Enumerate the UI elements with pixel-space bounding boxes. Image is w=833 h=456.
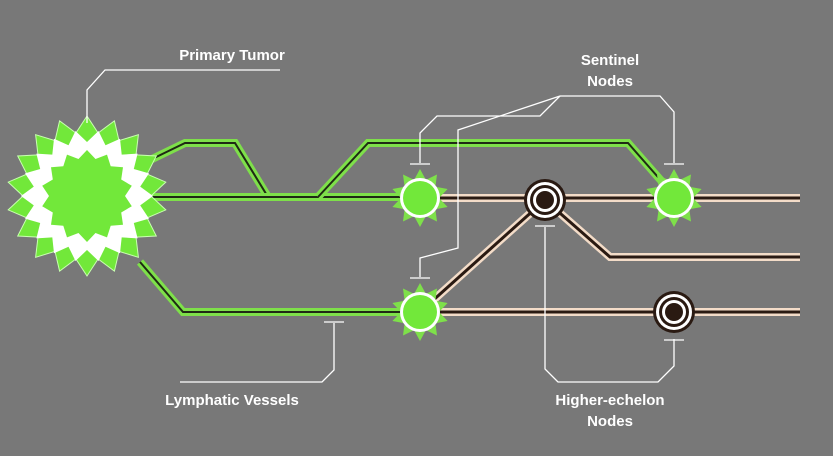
label-sentinel-line1: Sentinel [581, 52, 639, 69]
label-lymphatic-vessels: Lymphatic Vessels [165, 392, 299, 409]
sentinel-node-upper [392, 169, 448, 227]
sentinel-node-core [403, 181, 437, 215]
callout-sentinel-lower [419, 95, 561, 277]
callout-sentinel-right [560, 95, 675, 163]
higher-echelon-node-lower [653, 291, 695, 333]
higher-echelon-node-upper [524, 179, 566, 221]
higher-node-core [536, 191, 554, 209]
callout-sentinel-upper [419, 95, 561, 163]
callout-ticks [324, 163, 684, 341]
label-primary-tumor: Primary Tumor [179, 47, 285, 64]
vessel-lower [136, 259, 418, 316]
callout-lines [86, 69, 675, 383]
sentinel-node-right [646, 169, 702, 227]
vessel-upper-bridge-core [149, 142, 269, 198]
sentinel-node-lower [392, 283, 448, 341]
callout-primary-tumor [86, 69, 280, 123]
efferent-diagonal-down-core [544, 198, 800, 259]
sentinel-node-core [403, 295, 437, 329]
vessel-long-upper [315, 139, 676, 200]
label-higher-line2: Nodes [587, 413, 633, 430]
tumor-core-star [42, 150, 132, 242]
green-vessels [136, 139, 676, 316]
sentinel-node-core [657, 181, 691, 215]
efferent-diagonal-up-core [418, 198, 547, 314]
primary-tumor [7, 115, 167, 277]
callout-higher-upper [544, 227, 598, 383]
higher-node-core [665, 303, 683, 321]
efferent-vessels [417, 194, 800, 316]
vessel-lower-core [139, 261, 418, 313]
callout-higher-lower [598, 339, 675, 383]
label-higher-line1: Higher-echelon [555, 392, 664, 409]
vessel-long-upper-core [317, 142, 673, 198]
label-sentinel-line2: Nodes [587, 73, 633, 90]
callout-lymphatic-vessels [180, 323, 335, 383]
